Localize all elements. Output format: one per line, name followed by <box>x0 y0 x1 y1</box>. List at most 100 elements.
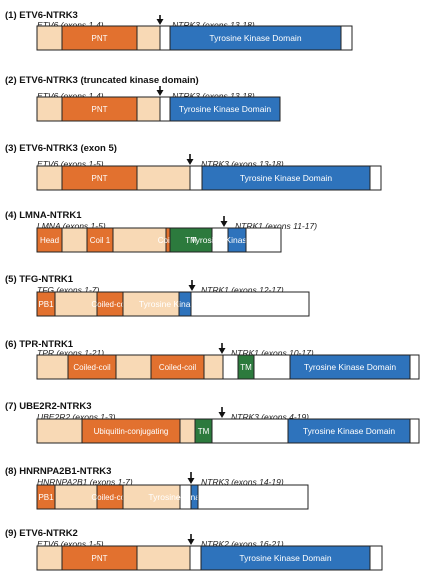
domain-label: TM <box>198 427 210 436</box>
breakpoint-arrow-head <box>187 478 195 484</box>
domain-white <box>245 227 282 253</box>
domain-light <box>112 227 167 253</box>
domain-label: Coil 1 <box>90 236 111 245</box>
domain-label: Coiled-coil <box>73 363 111 372</box>
domain-white <box>340 25 353 51</box>
domain-label: PNT <box>92 34 108 43</box>
left-gene-label: LMNA (exons 1-5) <box>37 221 106 231</box>
domain-white <box>189 545 202 571</box>
domain-label: Tyrosine Kinase Domain <box>304 362 396 372</box>
domain-label: Tyrosine Kinase Domain <box>179 104 271 114</box>
domain-light <box>36 25 63 51</box>
domain-orange <box>150 354 205 380</box>
domain-orange <box>67 354 117 380</box>
domain-light <box>115 354 152 380</box>
domain-white <box>159 96 171 122</box>
domain-white <box>222 354 239 380</box>
fusion-title: (7) UBE2R2-NTRK3 <box>5 401 92 412</box>
fusion-title: (4) LMNA-NTRK1 <box>5 210 82 221</box>
domain-white <box>409 354 420 380</box>
fusion-title: (8) HNRNPA2B1-NTRK3 <box>5 466 111 477</box>
domain-white <box>369 165 382 191</box>
left-gene-label: TFG (exons 1-7) <box>37 285 100 295</box>
right-gene-label: NTRK3 (exons 13-18) <box>172 91 255 101</box>
domain-light <box>203 354 224 380</box>
domain-white <box>189 165 203 191</box>
domain-light <box>136 25 161 51</box>
left-gene-label: UBE2R2 (exons 1-3) <box>37 412 116 422</box>
breakpoint-arrow-head <box>218 412 226 418</box>
domain-light <box>36 354 69 380</box>
fusion-title: (1) ETV6-NTRK3 <box>5 10 78 21</box>
domain-orange <box>96 484 124 510</box>
domain-label: Coiled-coil <box>91 300 129 309</box>
breakpoint-arrow-head <box>218 348 226 354</box>
domain-label: Ubiquitin-conjugating <box>94 427 169 436</box>
right-gene-label: NTRK3 (exons 13-18) <box>172 20 255 30</box>
domain-orange <box>81 418 181 444</box>
fusion-title: (3) ETV6-NTRK3 (exon 5) <box>5 143 117 154</box>
domain-label: Coiled-coil <box>91 493 129 502</box>
domain-white <box>409 418 420 444</box>
domain-label: Tyrosine Kinase Domain <box>209 33 301 43</box>
domain-light <box>36 418 83 444</box>
left-gene-label: ETV6 (exons 1-5) <box>37 159 104 169</box>
domain-label: PNT <box>92 174 108 183</box>
breakpoint-arrow-head <box>186 159 194 165</box>
domain-light <box>136 545 191 571</box>
domain-orange <box>61 96 138 122</box>
breakpoint-arrow-head <box>156 19 164 25</box>
left-gene-label: HNRNPA2B1 (exons 1-7) <box>37 477 133 487</box>
domain-light <box>54 484 98 510</box>
domain-light <box>122 291 180 317</box>
fusion-title: (6) TPR-NTRK1 <box>5 339 74 350</box>
domain-white <box>159 25 171 51</box>
left-gene-label: ETV6 (exons 1-5) <box>37 539 104 549</box>
breakpoint-arrow-head <box>220 221 228 227</box>
domain-light <box>179 418 196 444</box>
fusion-title: (2) ETV6-NTRK3 (truncated kinase domain) <box>5 75 199 86</box>
domain-light <box>136 165 191 191</box>
domain-label: Tyrosine Kinase Domain <box>303 426 395 436</box>
domain-label: PB1 <box>38 300 54 309</box>
domain-label: Head <box>40 236 59 245</box>
domain-light <box>136 96 161 122</box>
domain-blue <box>169 96 281 122</box>
fusion-title: (9) ETV6-NTRK2 <box>5 528 78 539</box>
domain-light <box>61 227 88 253</box>
right-gene-label: NTRK1 (exons 12-17) <box>201 285 284 295</box>
left-gene-label: TPR (exons 1-21) <box>37 348 104 358</box>
domain-white <box>190 291 310 317</box>
domain-light <box>36 545 63 571</box>
domain-white <box>197 484 309 510</box>
domain-light <box>122 484 181 510</box>
domain-label: PNT <box>92 554 108 563</box>
right-gene-label: NTRK1 (exons 10-17) <box>231 348 314 358</box>
domain-blue <box>169 25 342 51</box>
domain-blue <box>289 354 411 380</box>
right-gene-label: NTRK1 (exons 11-17) <box>235 221 317 231</box>
right-gene-label: NTRK3 (exons 13-18) <box>201 159 284 169</box>
domain-green <box>169 227 213 253</box>
domain-label: PNT <box>92 105 108 114</box>
breakpoint-arrow-head <box>187 539 195 545</box>
domain-label: TM <box>240 363 252 372</box>
domain-label: Coiled-coil <box>159 363 197 372</box>
left-gene-label: ETV6 (exons 1-4) <box>37 91 104 101</box>
breakpoint-arrow-head <box>156 90 164 96</box>
breakpoint-arrow-head <box>188 285 196 291</box>
domain-label: PB1 <box>38 493 54 502</box>
domain-orange <box>96 291 124 317</box>
domain-light <box>36 96 63 122</box>
right-gene-label: NTRK3 (exons 4-19) <box>231 412 309 422</box>
domain-label: Tyrosine Kinase Domain <box>148 492 240 502</box>
domain-light <box>36 165 63 191</box>
domain-label: Tyrosine Kinase Domain <box>191 235 283 245</box>
domain-label: Coil 2 <box>158 236 179 245</box>
domain-label: Tyrosine Kinase Domain <box>239 553 331 563</box>
domain-label: Tyrosine Kinase Domain <box>240 173 332 183</box>
domain-label: TM <box>185 236 197 245</box>
right-gene-label: NTRK3 (exons 14-19) <box>201 477 284 487</box>
domain-white <box>253 354 291 380</box>
